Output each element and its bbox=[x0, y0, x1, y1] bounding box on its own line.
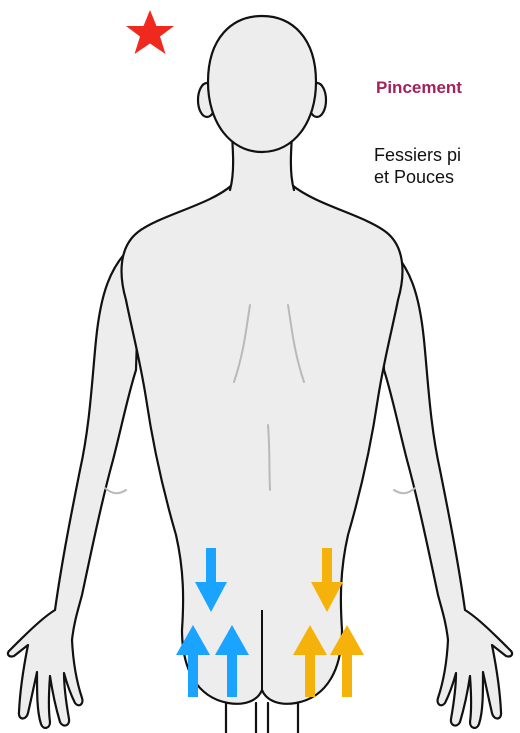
technique-description: Fessiers pi et Pouces bbox=[374, 144, 461, 188]
head bbox=[208, 16, 316, 152]
description-line-1: Fessiers pi bbox=[374, 145, 461, 165]
body-silhouette bbox=[8, 16, 512, 733]
left-leg bbox=[226, 703, 256, 733]
right-arm bbox=[380, 240, 512, 728]
right-leg bbox=[268, 703, 298, 733]
left-arm bbox=[8, 240, 140, 728]
technique-title: Pincement bbox=[376, 78, 462, 98]
star-icon bbox=[126, 10, 174, 54]
description-line-2: et Pouces bbox=[374, 167, 454, 187]
